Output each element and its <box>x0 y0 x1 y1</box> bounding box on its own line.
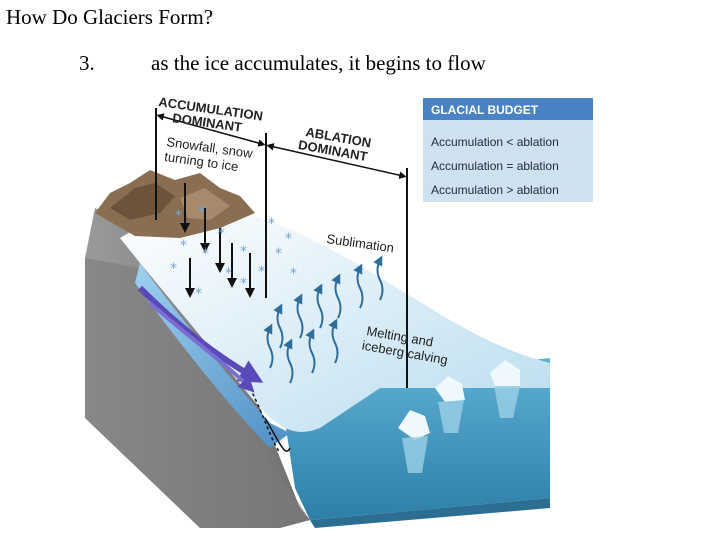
svg-text:*: * <box>175 208 182 224</box>
snowfall-label: Snowfall, snow turning to ice <box>163 134 257 176</box>
slide-title: How Do Glaciers Form? <box>6 5 214 29</box>
svg-text:*: * <box>180 238 187 254</box>
mountain-peaks <box>95 170 255 238</box>
svg-text:*: * <box>285 231 292 247</box>
svg-text:*: * <box>202 246 209 262</box>
budget-row: Accumulation > ablation <box>431 183 559 197</box>
accumulation-label: ACCUMULATION DOMINANT <box>156 94 268 138</box>
svg-text:*: * <box>225 266 232 282</box>
svg-text:*: * <box>198 204 205 220</box>
svg-text:*: * <box>240 276 247 292</box>
svg-text:*: * <box>275 246 282 262</box>
sublimation-label: Sublimation <box>326 231 395 255</box>
svg-text:*: * <box>268 216 275 232</box>
svg-text:*: * <box>240 244 247 260</box>
icebergs <box>398 360 520 473</box>
glacier-diagram: *** *** *** *** *** ACCUMULATION DOMINAN… <box>85 94 593 528</box>
zone-boundaries <box>155 108 408 388</box>
sublimation-arrows <box>263 255 384 384</box>
snowflake-icons: *** *** *** *** *** <box>170 204 297 302</box>
ablation-label: ABLATION DOMINANT <box>297 123 376 165</box>
snowfall-arrows <box>180 183 255 298</box>
svg-text:*: * <box>170 261 177 277</box>
budget-row: Accumulation < ablation <box>431 135 559 149</box>
svg-text:*: * <box>258 264 265 280</box>
flow-arrows <box>137 285 264 393</box>
step-number: 3. <box>79 51 95 75</box>
budget-row: Accumulation = ablation <box>431 159 559 173</box>
step-text: as the ice accumulates, it begins to flo… <box>151 51 486 75</box>
svg-text:*: * <box>290 266 297 282</box>
svg-text:*: * <box>195 286 202 302</box>
svg-text:*: * <box>218 226 225 242</box>
glacial-budget-box: GLACIAL BUDGET Accumulation < ablation A… <box>423 98 593 202</box>
glacial-budget-title: GLACIAL BUDGET <box>431 103 539 117</box>
